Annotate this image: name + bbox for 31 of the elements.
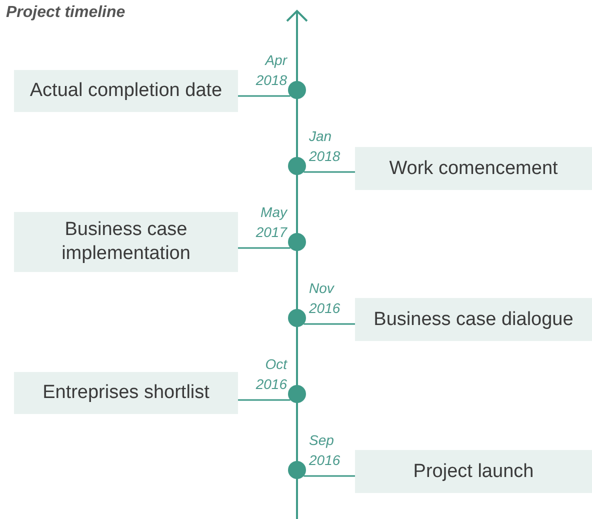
- leader-line: [238, 95, 290, 97]
- event-label: Entreprises shortlist: [42, 381, 210, 405]
- event-box: [355, 298, 592, 341]
- date-label: Sep 2016: [309, 431, 342, 470]
- leader-line: [238, 247, 290, 249]
- milestone-dot: [288, 309, 306, 327]
- event-box: [355, 147, 592, 190]
- event-label: Actual completion date: [30, 79, 222, 103]
- event-box: [14, 212, 238, 272]
- milestone-dot: [288, 157, 306, 175]
- milestone-dot: [288, 461, 306, 479]
- leader-line: [304, 171, 355, 173]
- milestone-dot: [288, 385, 306, 403]
- event-label: Project launch: [413, 460, 534, 484]
- date-label: Oct 2016: [254, 355, 287, 394]
- milestone-dot: [288, 233, 306, 251]
- leader-line: [304, 323, 355, 325]
- event-label: Business case dialogue: [374, 308, 574, 332]
- leader-line: [238, 399, 290, 401]
- date-label: May 2017: [254, 203, 287, 242]
- leader-line: [304, 475, 355, 477]
- date-label: Apr 2018: [254, 51, 287, 90]
- event-box: [355, 450, 592, 493]
- milestone-dot: [288, 81, 306, 99]
- event-label: Business case implementation: [60, 218, 192, 266]
- event-label: Work comencement: [389, 156, 558, 180]
- date-label: Jan 2018: [309, 127, 342, 166]
- event-box: [14, 70, 238, 112]
- event-box: [14, 372, 238, 414]
- date-label: Nov 2016: [309, 279, 342, 318]
- diagram-title: Project timeline: [6, 4, 126, 22]
